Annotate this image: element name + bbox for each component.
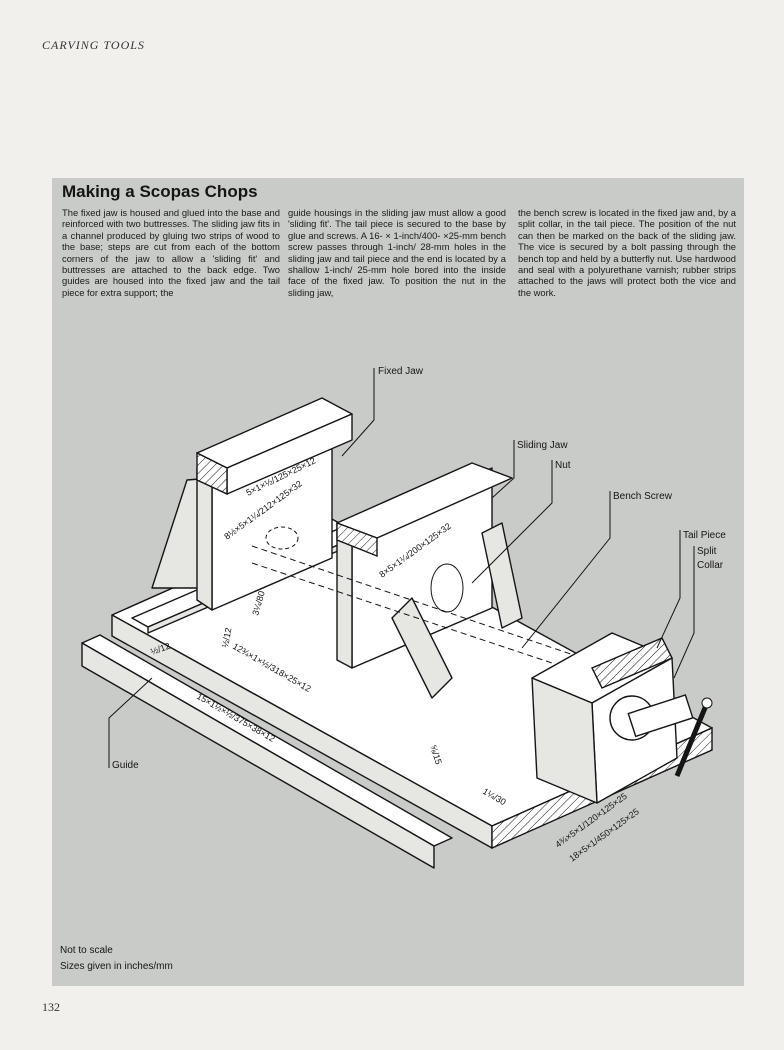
- nut-label: Nut: [555, 460, 571, 471]
- running-head: CARVING TOOLS: [42, 38, 145, 52]
- fixed-jaw-label: Fixed Jaw: [378, 366, 424, 377]
- text-column-2: guide housings in the sliding jaw must a…: [288, 207, 506, 298]
- scopas-chops-diagram: Fixed Jaw Sliding Jaw Nut Bench Screw Ta…: [81, 366, 726, 869]
- collar-label: Collar: [697, 560, 724, 571]
- fixed-jaw: [151, 397, 353, 611]
- tail-piece: [531, 632, 713, 804]
- loose-guide: [81, 634, 453, 869]
- info-panel: Making a Scopas Chops The fixed jaw is h…: [52, 178, 744, 986]
- sliding-jaw: [336, 462, 523, 699]
- units-note: Sizes given in inches/mm: [60, 961, 173, 972]
- guide-label: Guide: [112, 760, 139, 771]
- sliding-jaw-label: Sliding Jaw: [517, 440, 568, 451]
- page-number: 132: [42, 1000, 60, 1014]
- dim-step: ½/12: [220, 627, 233, 648]
- panel-title: Making a Scopas Chops: [62, 182, 258, 201]
- text-column-3: the bench screw is located in the fixed …: [518, 207, 736, 298]
- tail-piece-label: Tail Piece: [683, 530, 726, 541]
- not-to-scale-note: Not to scale: [60, 945, 113, 956]
- split-label: Split: [697, 546, 717, 557]
- text-column-1: The fixed jaw is housed and glued into t…: [62, 207, 280, 298]
- bench-screw-label: Bench Screw: [613, 491, 673, 502]
- leader-lines: [108, 368, 695, 768]
- bench-screw: [251, 545, 613, 684]
